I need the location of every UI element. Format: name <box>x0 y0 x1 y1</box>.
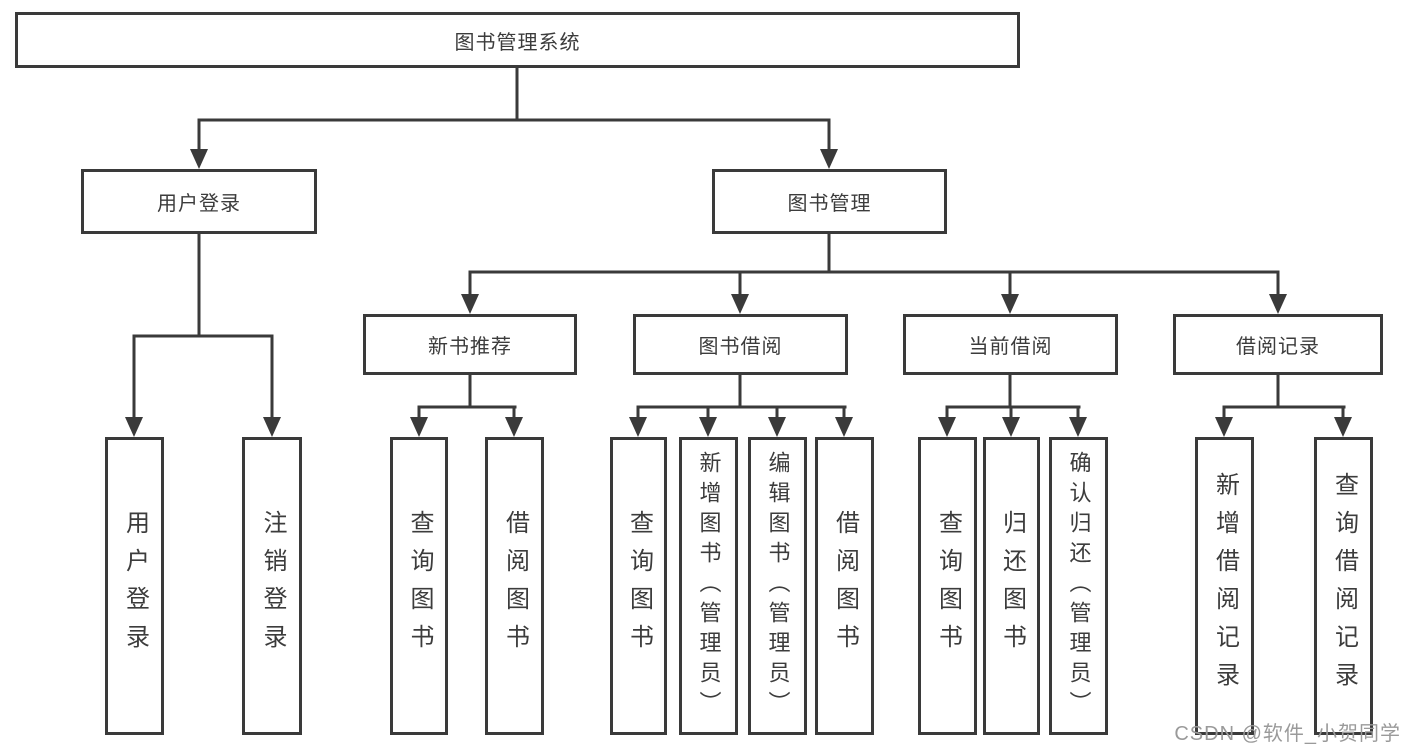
node-borrowing-records: 借阅记录 <box>1173 314 1383 375</box>
leaf-borrow-add-books-admin: 新增图书（管理员） <box>679 437 738 735</box>
leaf-borrow-query-books: 查询图书 <box>610 437 667 735</box>
node-label: 查询借阅记录 <box>1330 472 1358 700</box>
arrowhead-icon <box>629 417 647 437</box>
leaf-records-query-record: 查询借阅记录 <box>1314 437 1373 735</box>
node-label: 确认归还（管理员） <box>1066 451 1092 721</box>
leaf-newbooks-borrow-books: 借阅图书 <box>485 437 544 735</box>
arrowhead-icon <box>768 417 786 437</box>
leaf-newbooks-query-books: 查询图书 <box>390 437 448 735</box>
node-label: 查询图书 <box>625 510 653 662</box>
arrowhead-icon <box>1002 417 1020 437</box>
node-book-management: 图书管理 <box>712 169 947 234</box>
node-label: 编辑图书（管理员） <box>765 451 791 721</box>
node-label: 借阅图书 <box>501 510 529 662</box>
node-label: 用户登录 <box>157 193 241 215</box>
node-label: 当前借阅 <box>968 336 1053 358</box>
arrowhead-icon <box>263 417 281 437</box>
node-label: 图书管理系统 <box>454 31 581 54</box>
node-label: 借阅记录 <box>1236 336 1320 358</box>
leaf-user-login: 用户登录 <box>105 437 164 735</box>
arrowhead-icon <box>190 149 208 169</box>
node-label: 注销登录 <box>259 510 286 662</box>
node-library-management-system: 图书管理系统 <box>15 12 1020 68</box>
node-label: 归还图书 <box>998 510 1026 662</box>
node-user-login: 用户登录 <box>81 169 317 234</box>
node-label: 查询图书 <box>934 510 962 662</box>
watermark: CSDN @软件_小贺同学 <box>1174 723 1401 745</box>
node-book-borrowing: 图书借阅 <box>633 314 848 375</box>
leaf-logout: 注销登录 <box>242 437 302 735</box>
arrowhead-icon <box>1269 294 1287 314</box>
node-new-book-recommendation: 新书推荐 <box>363 314 577 375</box>
arrowhead-icon <box>938 417 956 437</box>
node-label: 新书推荐 <box>428 336 512 358</box>
arrowhead-icon <box>1069 417 1087 437</box>
node-current-borrowing: 当前借阅 <box>903 314 1118 375</box>
node-label: 新增图书（管理员） <box>696 451 722 721</box>
arrowhead-icon <box>835 417 853 437</box>
leaf-current-query-books: 查询图书 <box>918 437 977 735</box>
node-label: 图书管理 <box>787 193 872 215</box>
leaf-records-add-record: 新增借阅记录 <box>1195 437 1254 735</box>
leaf-current-return-books: 归还图书 <box>983 437 1040 735</box>
arrowhead-icon <box>1215 417 1233 437</box>
arrowhead-icon <box>505 417 523 437</box>
arrowhead-icon <box>1001 294 1019 314</box>
node-label: 用户登录 <box>121 510 149 662</box>
arrowhead-icon <box>1334 417 1352 437</box>
node-label: 图书借阅 <box>698 336 783 358</box>
arrowhead-icon <box>731 294 749 314</box>
arrowhead-icon <box>699 417 717 437</box>
leaf-current-confirm-return-admin: 确认归还（管理员） <box>1049 437 1108 735</box>
arrowhead-icon <box>820 149 838 169</box>
node-label: 新增借阅记录 <box>1211 472 1239 700</box>
leaf-borrow-borrow-books: 借阅图书 <box>815 437 874 735</box>
arrowhead-icon <box>461 294 479 314</box>
node-label: 借阅图书 <box>831 510 859 662</box>
leaf-borrow-edit-books-admin: 编辑图书（管理员） <box>748 437 807 735</box>
arrowhead-icon <box>125 417 143 437</box>
arrowhead-icon <box>410 417 428 437</box>
node-label: 查询图书 <box>406 510 433 662</box>
